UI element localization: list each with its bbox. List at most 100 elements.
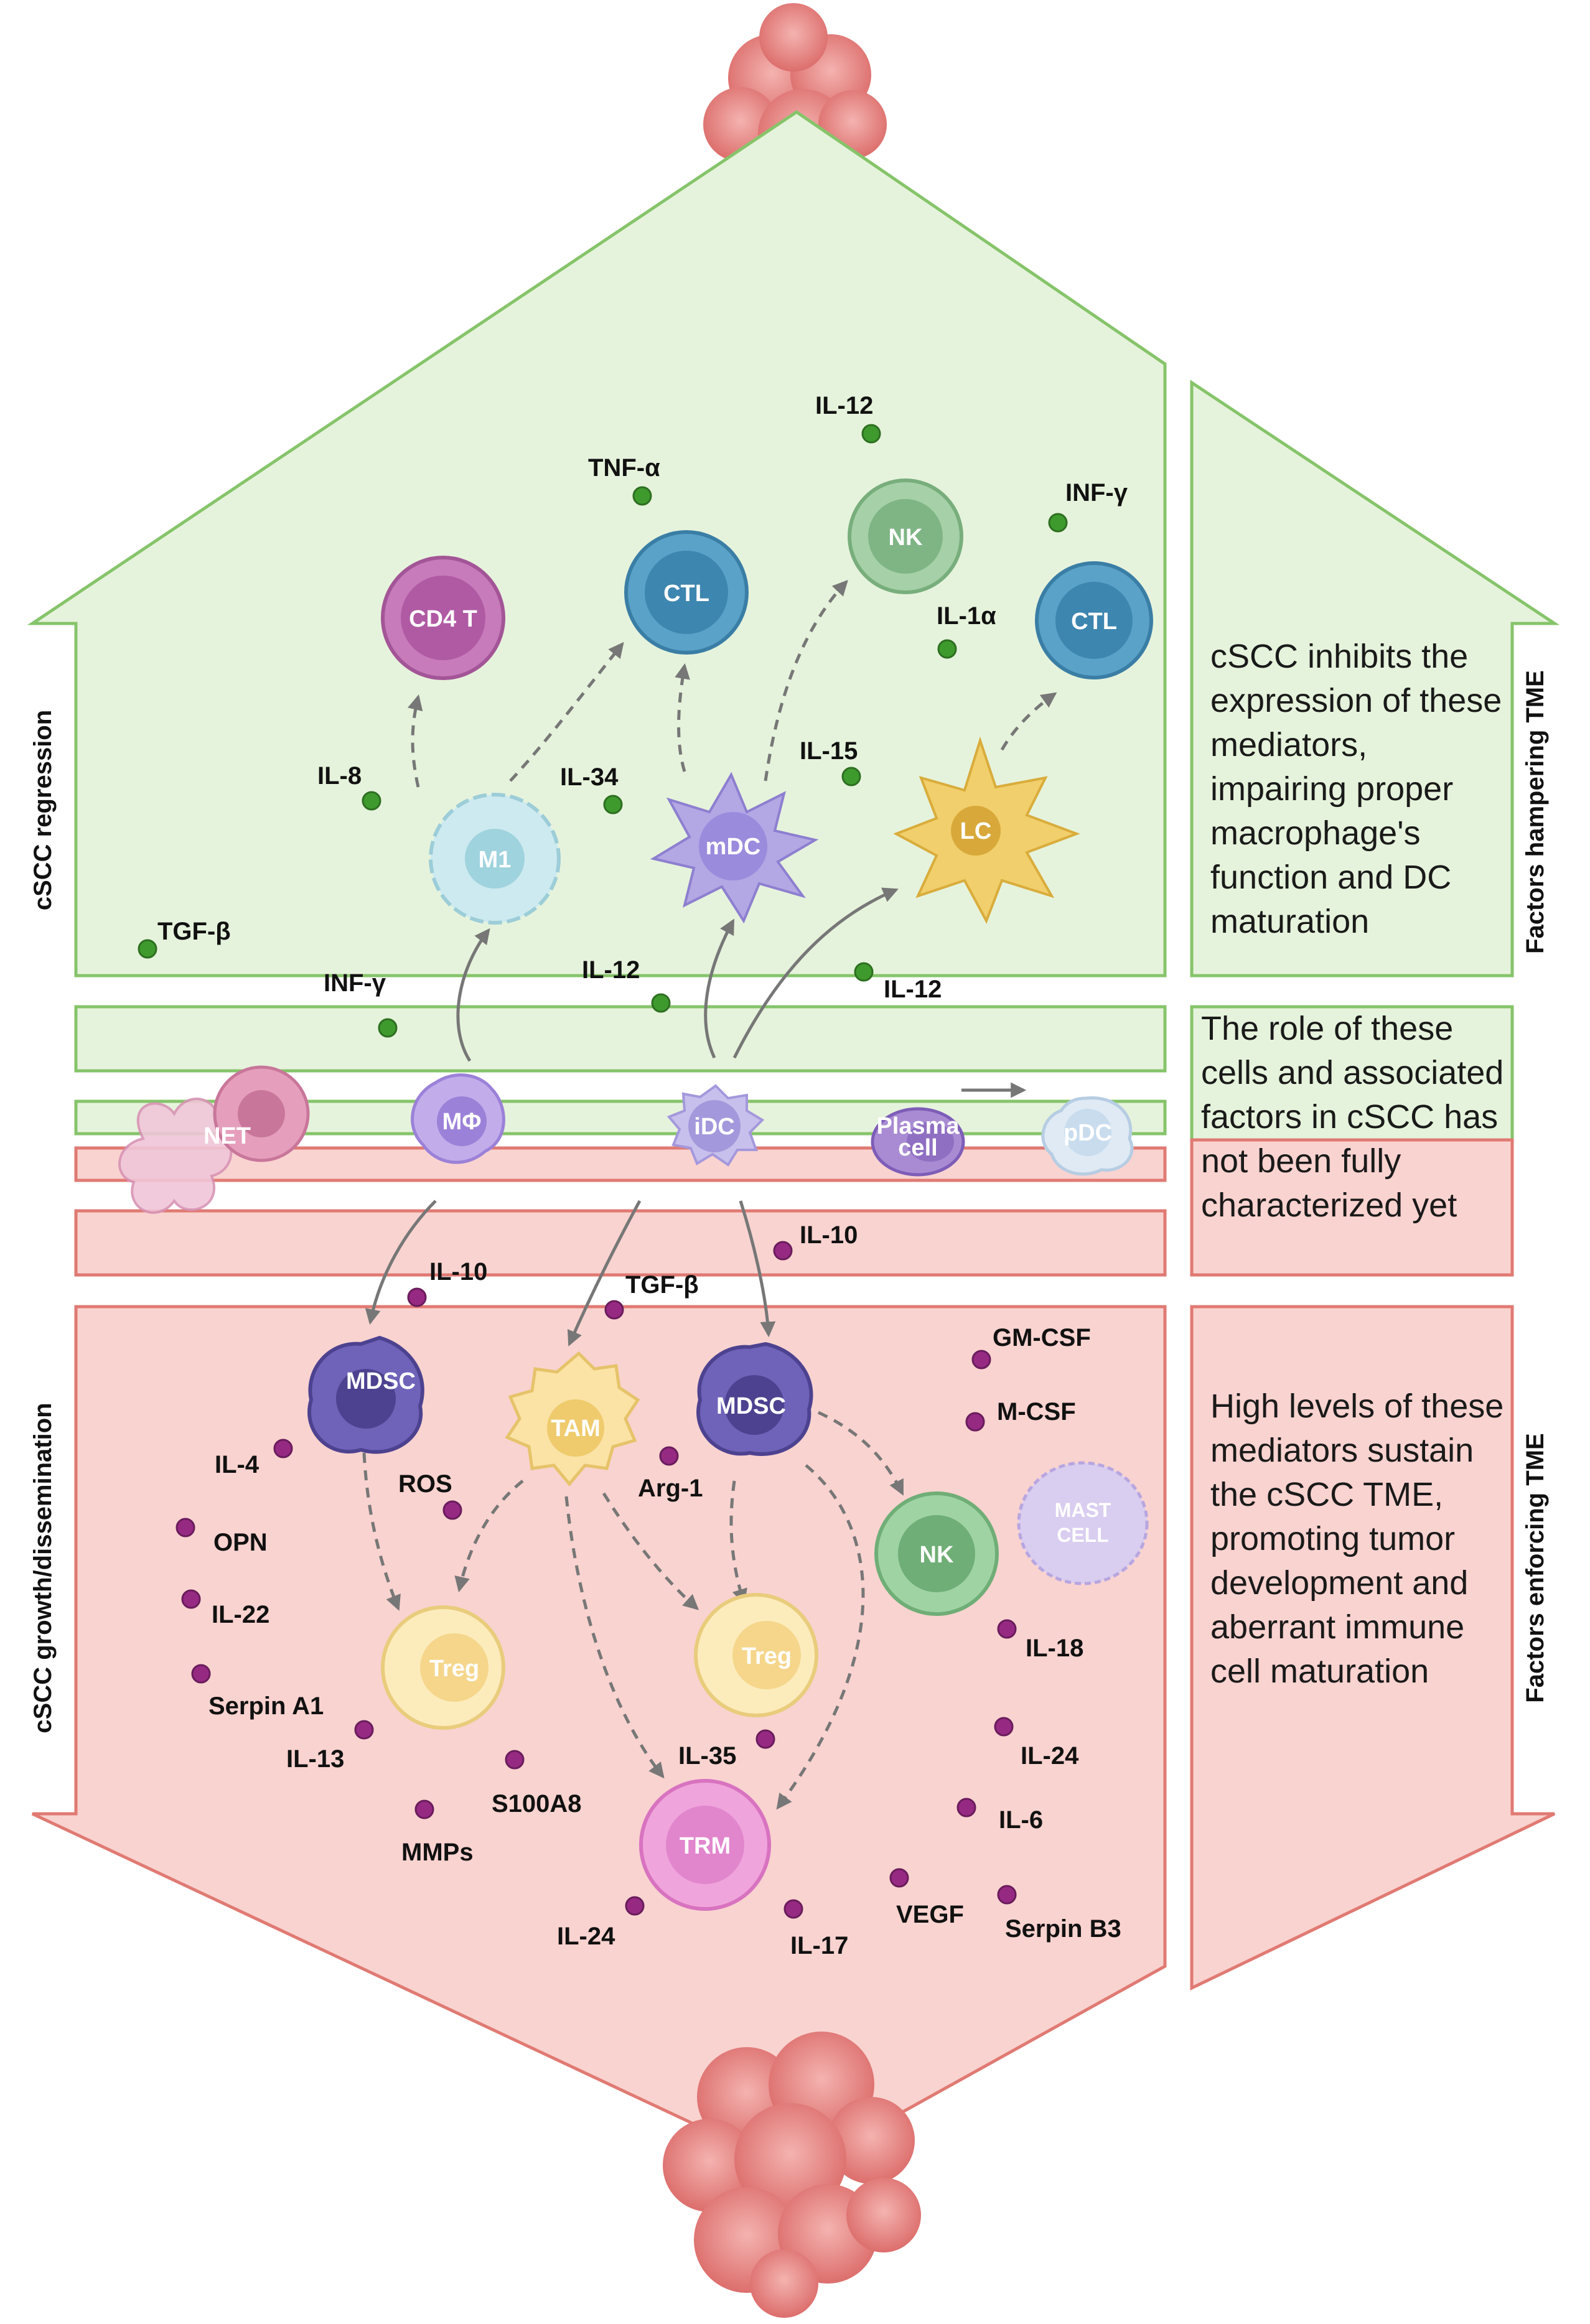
cell-mast: MAST CELL	[1017, 1461, 1149, 1585]
svg-text:IL-12: IL-12	[815, 392, 873, 419]
cell-mdsc-right: MDSC	[696, 1342, 813, 1456]
arrow-m1-ctl	[509, 642, 624, 782]
factor-il12-mid: IL-12	[582, 956, 671, 1013]
factor-il22: IL-22	[181, 1589, 269, 1628]
factor-vegf: VEGF	[889, 1868, 964, 1928]
factor-il13: IL-13	[286, 1720, 374, 1773]
svg-text:GM-CSF: GM-CSF	[993, 1324, 1091, 1351]
cell-m1: M1	[429, 793, 561, 925]
description-bottom: High levels of these mediators sustain t…	[1210, 1388, 1504, 1690]
arrow-mdsc-treg-right	[729, 1480, 747, 1605]
svg-text:NK: NK	[920, 1542, 954, 1568]
svg-text:Serpin B3: Serpin B3	[1005, 1915, 1121, 1943]
factor-il24-bottom: IL-24	[557, 1896, 645, 1950]
svg-text:pDC: pDC	[1064, 1120, 1112, 1146]
svg-text:INF-γ: INF-γ	[324, 969, 386, 997]
label-growth: cSCC growth/dissemination	[29, 1402, 57, 1733]
svg-text:IL-12: IL-12	[884, 976, 942, 1003]
svg-text:CTL: CTL	[663, 581, 709, 607]
arrow-tam-treg-right	[602, 1492, 699, 1610]
svg-text:MAST: MAST	[1055, 1499, 1111, 1521]
cell-plasma: Plasma cell	[871, 1107, 965, 1177]
svg-text:TGF-β: TGF-β	[625, 1271, 699, 1299]
factor-il15: IL-15	[800, 737, 861, 786]
svg-text:mDC: mDC	[706, 834, 761, 860]
svg-text:IL-4: IL-4	[215, 1451, 260, 1478]
factor-il10-right: IL-10	[773, 1221, 858, 1261]
svg-text:CD4 T: CD4 T	[409, 606, 477, 632]
svg-text:TGF-β: TGF-β	[157, 918, 231, 945]
svg-text:cell: cell	[898, 1135, 937, 1161]
factor-opn: OPN	[175, 1518, 268, 1556]
factor-il12-top: IL-12	[815, 392, 881, 444]
cell-mdsc-left: MDSC	[307, 1335, 424, 1454]
cell-cd4t: CD4 T	[381, 556, 505, 680]
description-bottom-box: High levels of these mediators sustain t…	[1210, 1388, 1504, 1690]
svg-text:TRM: TRM	[680, 1833, 731, 1859]
arrow-idc-mdsc	[739, 1200, 776, 1338]
arrow-mdsc-trm	[776, 1464, 865, 1810]
cell-nk-top: NK	[848, 478, 963, 594]
svg-text:CELL: CELL	[1057, 1524, 1109, 1546]
svg-text:M1: M1	[479, 847, 512, 873]
svg-text:LC: LC	[960, 818, 992, 844]
cell-trm: TRM	[639, 1779, 771, 1911]
svg-text:M-CSF: M-CSF	[997, 1398, 1076, 1426]
factor-infg-left: INF-γ	[324, 969, 398, 1038]
svg-text:Treg: Treg	[429, 1656, 479, 1682]
svg-text:TNF-α: TNF-α	[588, 454, 660, 482]
svg-text:OPN: OPN	[213, 1529, 268, 1556]
factor-il17: IL-17	[783, 1899, 848, 1959]
svg-text:S100A8: S100A8	[492, 1790, 582, 1818]
svg-text:IL-12: IL-12	[582, 956, 640, 984]
svg-text:Arg-1: Arg-1	[638, 1475, 703, 1502]
label-hampering: Factors hampering TME	[1522, 670, 1549, 954]
arrow-idc-mdc	[704, 918, 735, 1059]
cell-treg-right: Treg	[694, 1593, 818, 1717]
arrow-mdc-ctl	[675, 663, 690, 772]
factor-tnfa: TNF-α	[588, 454, 660, 506]
cell-idc: iDC	[666, 1084, 765, 1167]
description-middle-box: The role of these cells and associated f…	[1201, 1010, 1503, 1224]
svg-text:VEGF: VEGF	[896, 1901, 964, 1928]
strip-red-2	[74, 1209, 1167, 1277]
cell-treg-left: Treg	[381, 1605, 505, 1730]
svg-text:MΦ: MΦ	[442, 1109, 482, 1135]
svg-text:NK: NK	[889, 525, 923, 551]
hampering-panel	[1190, 380, 1560, 978]
cell-mdc: mDC	[650, 772, 819, 924]
svg-text:Treg: Treg	[742, 1643, 792, 1669]
arrow-idc-tam	[567, 1200, 642, 1346]
label-enforcing: Factors enforcing TME	[1522, 1433, 1549, 1702]
middle-panel-red	[1190, 1138, 1514, 1277]
factor-il24-right: IL-24	[994, 1717, 1079, 1770]
svg-text:ROS: ROS	[398, 1470, 452, 1498]
svg-text:IL-22: IL-22	[212, 1601, 269, 1628]
cell-net: NET	[118, 1065, 310, 1214]
factor-gmcsf: GM-CSF	[971, 1324, 1091, 1370]
svg-text:Plasma: Plasma	[876, 1113, 960, 1139]
arrow-mphi-mdsc	[365, 1200, 437, 1325]
factor-serpinb3: Serpin B3	[997, 1885, 1121, 1943]
description-top: cSCC inhibits the expression of these me…	[1210, 638, 1502, 940]
cell-ctl-center: CTL	[624, 530, 749, 655]
arrow-mdsc-treg-left	[362, 1452, 401, 1611]
svg-text:IL-10: IL-10	[429, 1258, 487, 1286]
description-top-box: cSCC inhibits the expression of these me…	[1210, 638, 1502, 940]
arrow-mdc-nk	[764, 579, 848, 782]
factor-il8: IL-8	[317, 762, 381, 811]
factor-il34: IL-34	[560, 763, 623, 814]
svg-text:IL-15: IL-15	[800, 737, 858, 765]
arrow-lc-ctl	[1000, 692, 1057, 751]
cell-nk-bottom: NK	[874, 1491, 999, 1616]
cell-ctl-right: CTL	[1035, 561, 1153, 679]
factor-tgfb-bottom: TGF-β	[604, 1271, 699, 1320]
factor-s100a8: S100A8	[492, 1750, 582, 1818]
svg-text:MMPs: MMPs	[401, 1839, 474, 1866]
factor-il1a: IL-1α	[937, 602, 996, 659]
factor-il4: IL-4	[215, 1439, 293, 1478]
svg-text:iDC: iDC	[694, 1114, 734, 1140]
factor-serpina1: Serpin A1	[191, 1664, 324, 1720]
factor-mmps: MMPs	[401, 1799, 474, 1866]
factor-mcsf: M-CSF	[965, 1398, 1076, 1432]
